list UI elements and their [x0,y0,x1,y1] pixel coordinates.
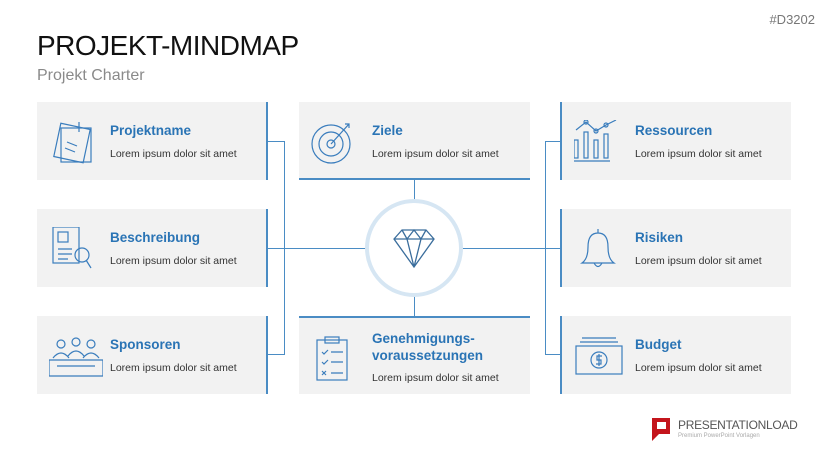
node-text: Lorem ipsum dolor sit amet [372,372,499,384]
logo-tagline: Premium PowerPoint Vorlagen [678,433,760,439]
node-projektname: Projektname Lorem ipsum dolor sit amet [37,102,268,180]
node-title: Budget [635,337,682,352]
node-title: Projektname [110,123,192,138]
logo-mark-icon [652,418,670,441]
sticky-note-icon [53,122,92,164]
node-risiken: Risiken Lorem ipsum dolor sit amet [560,209,791,287]
node-ziele: Ziele Lorem ipsum dolor sit amet [299,102,530,180]
connector [462,248,560,249]
node-title: Genehmigungs-voraussetzungen [372,331,484,363]
diamond-icon [393,228,435,269]
connector [414,180,415,200]
node-title: Ressourcen [635,123,713,138]
node-ressourcen: Ressourcen Lorem ipsum dolor sit amet [560,102,791,180]
node-title: Ziele [372,123,403,138]
bar-chart-icon [574,120,617,162]
node-text: Lorem ipsum dolor sit amet [635,255,762,267]
connector [268,141,285,142]
page-subtitle: Projekt Charter [37,67,145,84]
checklist-icon [316,336,348,381]
node-title: Beschreibung [110,230,201,245]
meeting-icon [49,337,103,377]
connector [268,354,285,355]
node-genehmigungsvoraussetzungen: Genehmigungs-voraussetzungen Lorem ipsum… [299,316,530,394]
money-icon [575,337,623,375]
node-text: Lorem ipsum dolor sit amet [635,148,762,160]
logo-brand: PRESENTATIONLOAD [678,418,798,432]
node-title: Risiken [635,230,684,245]
connector [545,141,560,142]
node-text: Lorem ipsum dolor sit amet [372,148,499,160]
node-text: Lorem ipsum dolor sit amet [110,148,237,160]
node-sponsoren: Sponsoren Lorem ipsum dolor sit amet [37,316,268,394]
connector [414,296,415,316]
target-icon [311,123,351,164]
connector [268,248,366,249]
node-budget: Budget Lorem ipsum dolor sit amet [560,316,791,394]
bell-icon [580,229,616,268]
node-text: Lorem ipsum dolor sit amet [110,255,237,267]
document-search-icon [52,227,92,269]
node-text: Lorem ipsum dolor sit amet [635,362,762,374]
node-title: Sponsoren [110,337,181,352]
connector [545,354,560,355]
slide-code: #D3202 [769,12,815,27]
page-title: PROJEKT-MINDMAP [37,30,299,61]
node-text: Lorem ipsum dolor sit amet [110,362,237,374]
node-beschreibung: Beschreibung Lorem ipsum dolor sit amet [37,209,268,287]
center-node [365,199,463,297]
